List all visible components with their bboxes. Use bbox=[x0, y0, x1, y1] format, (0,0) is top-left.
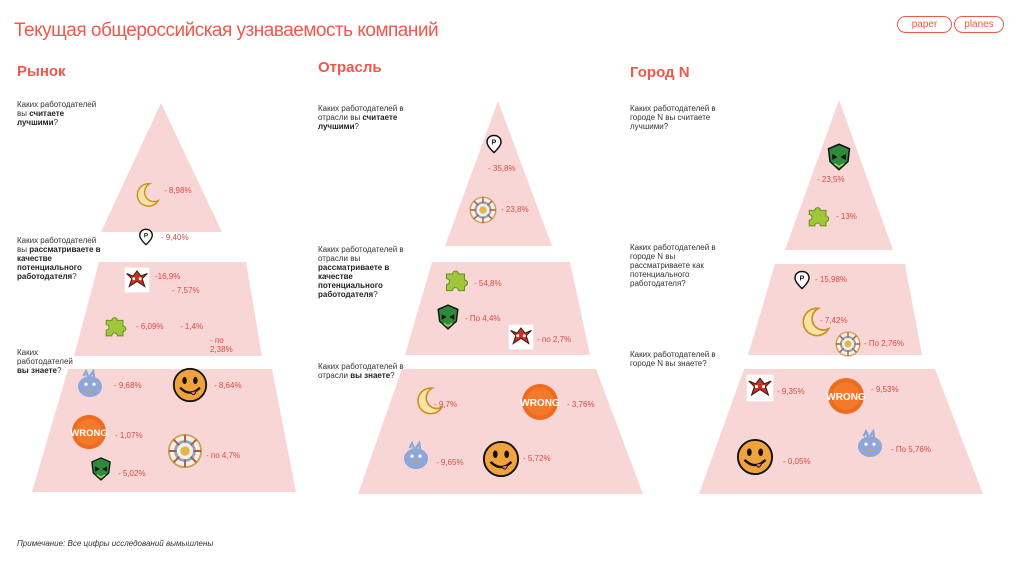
wheel-icon bbox=[166, 432, 204, 470]
smiley-icon bbox=[482, 440, 520, 478]
column-title-industry: Отрасль bbox=[318, 59, 382, 76]
pin-icon bbox=[792, 268, 812, 292]
value-industry-mask: - по 2,7% bbox=[537, 335, 572, 344]
value-market-puzzle-third: - по 2,38% bbox=[210, 336, 233, 354]
question-know-city: Каких работодателей в городе N вы знаете… bbox=[630, 350, 716, 368]
wrong-badge-icon bbox=[826, 376, 866, 416]
smiley-icon bbox=[172, 367, 208, 403]
value-market-puzzle-second: - 1,4% bbox=[180, 322, 204, 331]
helmet-icon bbox=[434, 303, 462, 331]
pyramid-3-tier-middle bbox=[748, 264, 922, 355]
smiley-icon bbox=[736, 438, 774, 476]
value-city-bird: - По 5,76% bbox=[891, 445, 931, 454]
logo-paper: paper bbox=[897, 16, 952, 33]
puzzle-icon bbox=[442, 265, 472, 295]
question-consider-industry: Каких работодателей в отрасли вы рассмат… bbox=[318, 245, 404, 299]
value-city-wrong: - 9,53% bbox=[871, 385, 899, 394]
bird-icon bbox=[398, 441, 434, 473]
value-market-wrong: - 1,07% bbox=[115, 431, 143, 440]
wrong-badge-icon bbox=[70, 413, 108, 451]
wheel-icon bbox=[468, 195, 498, 225]
value-industry-puzzle: - 54,8% bbox=[474, 279, 502, 288]
value-market-moon: - 8,98% bbox=[164, 186, 192, 195]
value-industry-helmet: - По 4,4% bbox=[465, 314, 501, 323]
value-market-bird: - 9,68% bbox=[114, 381, 142, 390]
value-industry-pin: - 35,8% bbox=[488, 164, 516, 173]
value-industry-bird: - 9,65% bbox=[436, 458, 464, 467]
mask-icon bbox=[508, 324, 534, 350]
helmet-icon bbox=[824, 142, 854, 172]
value-market-mask: -16,9% bbox=[155, 272, 181, 281]
value-city-wheel: - По 2,76% bbox=[864, 339, 904, 348]
value-industry-wheel: - 23,8% bbox=[501, 205, 529, 214]
question-know-industry: Каких работодателей в отрасли вы знаете? bbox=[318, 362, 404, 380]
value-market-pin: - 9,40% bbox=[161, 233, 189, 242]
value-city-puzzle: - 13% bbox=[836, 212, 857, 221]
pin-icon bbox=[137, 228, 155, 246]
wrong-badge-icon bbox=[520, 382, 560, 422]
value-city-moon: - 7,42% bbox=[820, 316, 848, 325]
value-city-mask: - 9,35% bbox=[777, 387, 805, 396]
puzzle-icon bbox=[805, 202, 833, 230]
pin-icon bbox=[484, 133, 504, 155]
pyramid-2-tier-bottom bbox=[358, 369, 643, 494]
moon-icon bbox=[133, 181, 161, 209]
pyramid-2-tier-top bbox=[445, 101, 552, 246]
pyramid-1-tier-top bbox=[101, 103, 222, 232]
column-title-city: Город N bbox=[630, 64, 690, 81]
question-consider-market: Каких работодателей вы рассматриваете в … bbox=[17, 236, 101, 281]
question-best-city: Каких работодателей в городе N вы считае… bbox=[630, 104, 716, 131]
wheel-icon bbox=[834, 330, 862, 358]
footnote: Примечание: Все цифры исследований вымыш… bbox=[17, 539, 214, 548]
value-market-helmet: - 5,02% bbox=[118, 469, 146, 478]
page-title: Текущая общероссийская узнаваемость комп… bbox=[14, 20, 439, 41]
bird-icon bbox=[852, 429, 888, 461]
value-market-puzzle: - 6,09% bbox=[136, 322, 164, 331]
value-market-smiley: - 8,64% bbox=[214, 381, 242, 390]
question-know-market: Каких работодателей вы знаете? bbox=[17, 348, 73, 375]
value-market-mask-second: - 7,57% bbox=[172, 286, 200, 295]
value-city-smiley: - 0,05% bbox=[783, 457, 811, 466]
helmet-icon bbox=[88, 456, 114, 482]
question-best-market: Каких работодателей вы считаете лучшими? bbox=[17, 100, 97, 127]
value-city-helmet: - 23,5% bbox=[817, 175, 845, 184]
value-industry-moon: - 9,7% bbox=[434, 400, 458, 409]
value-industry-smiley: - 5,72% bbox=[523, 454, 551, 463]
mask-icon bbox=[746, 374, 774, 402]
question-best-industry: Каких работодателей в отрасли вы считает… bbox=[318, 104, 404, 131]
question-consider-city: Каких работодателей в городе N вы рассма… bbox=[630, 243, 716, 288]
mask-icon bbox=[124, 267, 150, 293]
logo-planes: planes bbox=[954, 16, 1004, 33]
puzzle-icon bbox=[102, 312, 130, 340]
value-city-pin: - 15,98% bbox=[815, 275, 848, 284]
bird-icon bbox=[72, 369, 108, 401]
column-title-market: Рынок bbox=[17, 63, 66, 80]
value-market-wheel: - по 4,7% bbox=[206, 451, 241, 460]
value-industry-wrong: - 3,76% bbox=[567, 400, 595, 409]
